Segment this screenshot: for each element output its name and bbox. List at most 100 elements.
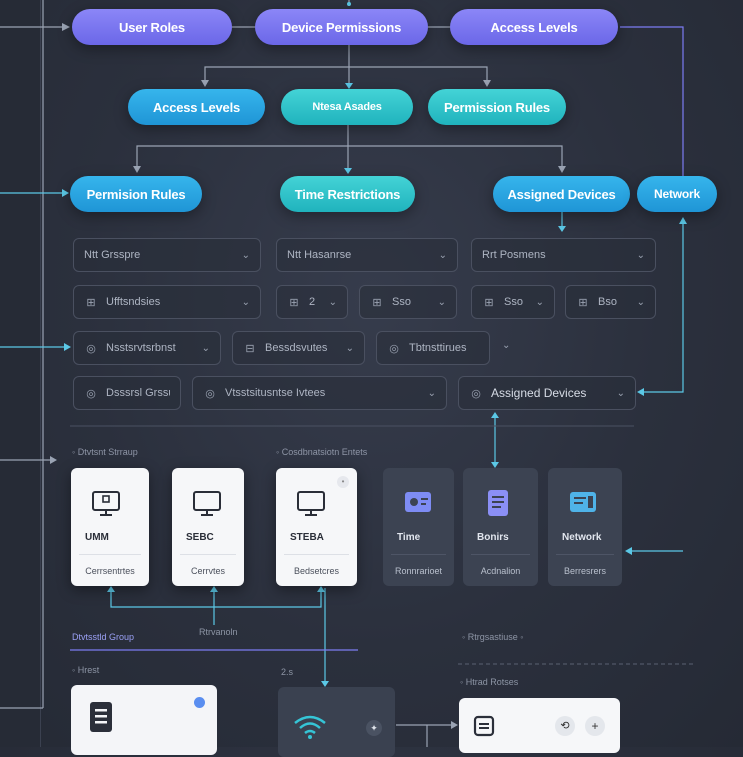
dropdown-label: Bessdsvutes	[265, 342, 328, 354]
dropdown-select[interactable]: ⊞Sso⌄	[471, 285, 555, 319]
chevron-down-icon: ⌄	[345, 342, 354, 354]
node-ntesa-asades[interactable]: Ntesa Asades	[281, 89, 413, 125]
wifi-card[interactable]: ✦	[278, 687, 395, 757]
network-card-icon	[570, 492, 596, 512]
node-permission-rules[interactable]: Permission Rules	[428, 89, 566, 125]
dropdown-select[interactable]: ⊞2⌄	[276, 285, 348, 319]
dropdown-label: Tbtnsttirues	[409, 342, 467, 354]
target-icon: ◎	[205, 387, 215, 400]
dot-icon: ◦	[276, 447, 282, 457]
dropdown-label: Rrt Posmens	[482, 249, 546, 261]
dropdown-assigned-devices[interactable]: ◎Assigned Devices⌄	[458, 376, 636, 410]
section-caption: ◦ Hrest	[72, 665, 99, 675]
dropdown-label: Bso	[598, 296, 617, 308]
dropdown-label: Sso	[392, 296, 411, 308]
target-icon: ◎	[389, 342, 399, 355]
dropdown-select[interactable]: ◎ Vtsstsitusntse Ivtees ⌄	[192, 376, 447, 410]
dropdown-label: Sso	[504, 296, 523, 308]
node-label: Device Permissions	[281, 19, 402, 35]
grid-icon: ⊞	[86, 296, 96, 309]
chevron-down-icon[interactable]: ⌄	[502, 340, 511, 351]
dropdown-select[interactable]: Ntt Grsspre⌄	[73, 238, 261, 272]
policy-card[interactable]: Time Ronnrarioet	[383, 468, 454, 586]
grid-icon: ⊞	[484, 296, 494, 309]
node-device-permissions[interactable]: Device Permissions	[255, 9, 428, 45]
card-subtitle: Bedsetcres	[293, 566, 340, 576]
dropdown-select[interactable]: Rrt Posmens ⌄	[471, 238, 656, 272]
dropdown-select[interactable]: ⊞ Sso ⌄	[359, 285, 457, 319]
node-user-roles[interactable]: User Roles	[72, 9, 232, 45]
caption-suffix: ◦	[517, 632, 524, 642]
node-assigned-devices[interactable]: Assigned Devices	[493, 176, 630, 212]
chevron-down-icon: ⌄	[201, 342, 210, 354]
caption-text: Rtrgsastiuse	[467, 632, 518, 642]
chevron-down-icon: ⌄	[636, 296, 645, 308]
device-card[interactable]: • STEBA Bedsetcres	[276, 468, 357, 586]
caption-text: Dtvtsnt Strraup	[77, 447, 138, 457]
dot-icon: ◦	[460, 677, 466, 687]
node-label: User Roles	[119, 19, 185, 35]
node-access-levels[interactable]: Access Levels	[128, 89, 265, 125]
device-card[interactable]: SEBC Cerrvtes	[172, 468, 244, 586]
card-divider	[471, 554, 530, 555]
chevron-down-icon: ⌄	[241, 296, 250, 308]
section-caption: ◦ Htrad Rotses	[460, 677, 518, 687]
card-subtitle: Cerrsentrtes	[85, 566, 135, 576]
status-dot-icon	[194, 697, 205, 708]
node-label: Permission Rules	[444, 99, 550, 115]
card-title: SEBC	[186, 532, 214, 543]
dropdown-select[interactable]: ◎ Tbtnsttirues	[376, 331, 490, 365]
dropdown-label: Ntt Hasanrse	[287, 249, 352, 261]
card-divider	[391, 554, 446, 555]
dropdown-select[interactable]: ⊞Bso⌄	[565, 285, 656, 319]
card-divider	[284, 554, 349, 555]
section-caption: 2.s	[281, 667, 294, 677]
target-icon: ◎	[86, 342, 96, 355]
head-roles-card[interactable]: ⟲ +	[459, 698, 620, 753]
grid-icon: ⊟	[245, 342, 255, 355]
node-label: Time Restrictions	[294, 186, 401, 202]
monitor-lock-icon	[92, 491, 120, 516]
policy-card[interactable]: Bonirs Acdnalion	[463, 468, 538, 586]
caption-text: Htrad Rotses	[465, 677, 519, 687]
caption-prefix: ◦	[462, 632, 468, 642]
dropdown-select[interactable]: ⊟ Bessdsvutes ⌄	[232, 331, 365, 365]
node-label: Access Levels	[152, 99, 241, 115]
dropdown-label: Ufftsndsies	[106, 296, 161, 308]
dropdown-select[interactable]: ◎Dsssrsl Grssup	[73, 376, 181, 410]
monitor-icon	[193, 491, 221, 516]
node-network[interactable]: Network	[637, 176, 717, 212]
dot-icon: ◦	[72, 665, 78, 675]
dropdown-select[interactable]: ⊞ Ufftsndsies ⌄	[73, 285, 261, 319]
dropdown-label: Assigned Devices	[491, 386, 587, 400]
device-card[interactable]: UMM Cerrsentrtes	[71, 468, 149, 586]
document-icon	[90, 702, 112, 732]
node-label: Access Levels	[490, 19, 578, 35]
dropdown-label: Vtsstsitusntse Ivtees	[225, 387, 326, 399]
dropdown-select[interactable]: ◎Nsstsrvtsrbnst⌄	[73, 331, 221, 365]
card-title: Time	[397, 532, 421, 543]
sync-icon[interactable]: ⟲	[555, 716, 575, 736]
host-card[interactable]	[71, 685, 217, 755]
grid-icon: ⊞	[372, 296, 382, 309]
chevron-down-icon: ⌄	[427, 387, 436, 399]
node-permision-rules[interactable]: Permision Rules	[70, 176, 202, 212]
node-time-restrictions[interactable]: Time Restrictions	[280, 176, 415, 212]
chevron-down-icon: ⌄	[636, 249, 645, 261]
policy-card[interactable]: Network Berresrers	[548, 468, 622, 586]
dropdown-select[interactable]: Ntt Hasanrse⌄	[276, 238, 458, 272]
node-access-levels-top[interactable]: Access Levels	[450, 9, 618, 45]
card-divider	[180, 554, 236, 555]
connector-caption: Rtrvanoln	[199, 627, 238, 637]
badge-icon: •	[337, 476, 349, 488]
card-title: Bonirs	[477, 532, 509, 543]
add-icon[interactable]: +	[585, 716, 605, 736]
chevron-down-icon: ⌄	[437, 296, 446, 308]
time-card-icon	[405, 492, 431, 512]
plus-icon[interactable]: ✦	[366, 720, 382, 736]
card-subtitle: Acdnalion	[480, 566, 521, 576]
section-caption: Dtvtsstld Group	[72, 632, 135, 642]
card-subtitle: Ronnrarioet	[394, 566, 443, 576]
card-subtitle: Berresrers	[563, 566, 606, 576]
node-label: Permision Rules	[86, 186, 186, 202]
